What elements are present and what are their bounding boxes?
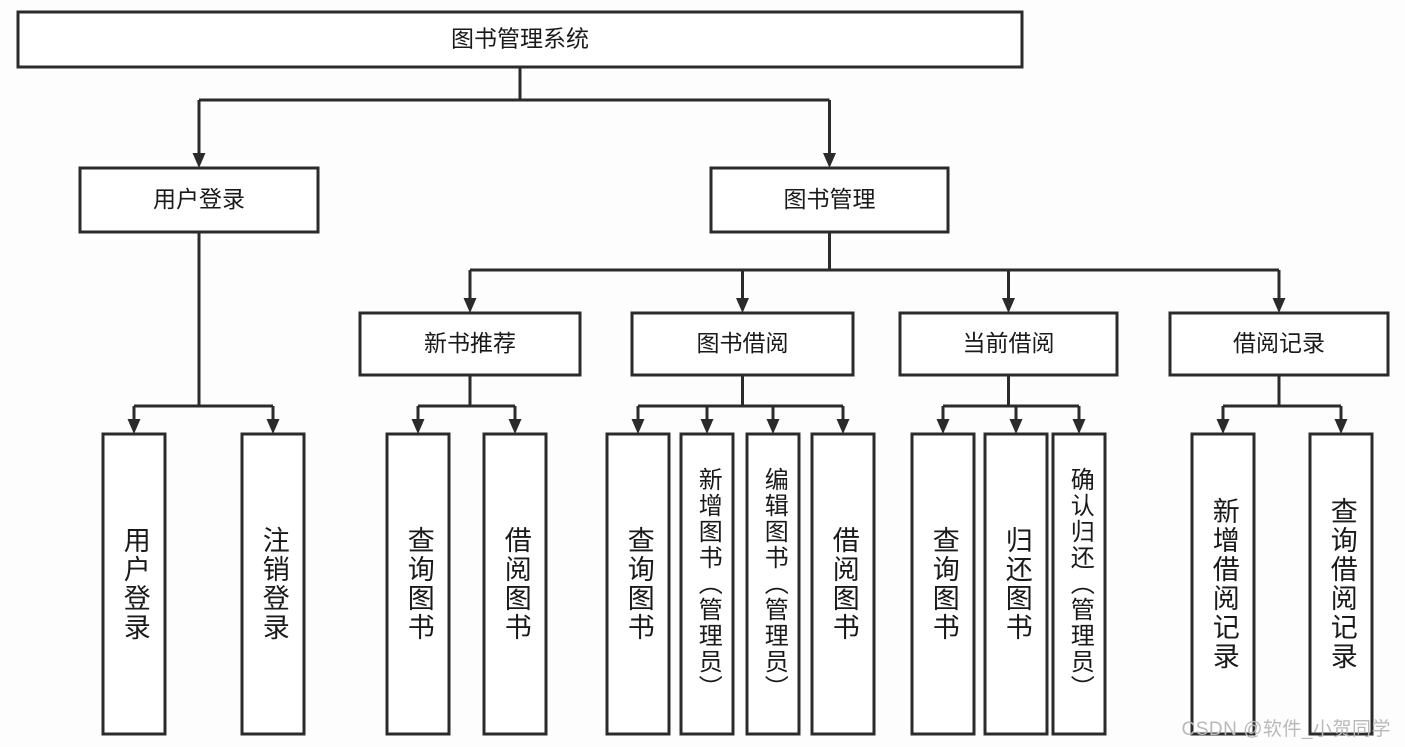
- node-box-leaf-add-borrow-record: [1190, 432, 1256, 736]
- node-box-current-borrow: [898, 311, 1119, 377]
- node-label-user-login: 用户登录: [153, 186, 245, 212]
- node-label-root: 图书管理系统: [451, 26, 589, 52]
- edge-book-borrow-to-leaf-borrow-book-2-head: [836, 419, 850, 434]
- node-box-leaf-query-book-3: [910, 432, 976, 736]
- node-new-book-recommend[interactable]: 新书推荐: [358, 311, 582, 377]
- node-box-leaf-query-book-1: [385, 432, 451, 736]
- node-label-book-manage: 图书管理: [784, 186, 876, 212]
- node-leaf-borrow-book-1[interactable]: [482, 432, 548, 736]
- edge-root-to-user-login-head: [192, 153, 206, 168]
- node-box-leaf-return-book: [983, 432, 1049, 736]
- node-label-current-borrow: 当前借阅: [963, 330, 1055, 356]
- node-box-leaf-user-login: [101, 432, 167, 736]
- node-root[interactable]: 图书管理系统: [16, 10, 1024, 69]
- edge-book-manage-to-current-borrow-head: [1002, 298, 1015, 313]
- node-box-leaf-confirm-return: [1051, 432, 1107, 736]
- edge-current-borrow-to-leaf-query-book-3-head: [936, 419, 950, 434]
- edge-new-book-recommend-to-leaf-borrow-book-1-head: [508, 419, 522, 434]
- node-box-leaf-borrow-book-1: [482, 432, 548, 736]
- node-box-leaf-borrow-book-2: [810, 432, 876, 736]
- node-leaf-confirm-return[interactable]: [1051, 432, 1107, 736]
- edge-user-login-to-leaf-user-login-head: [127, 419, 141, 434]
- edge-current-borrow-to-leaf-return-book-head: [1009, 419, 1023, 434]
- node-box-book-borrow: [630, 311, 855, 377]
- edge-book-manage-to-book-borrow-head: [736, 298, 749, 313]
- node-leaf-edit-book[interactable]: [745, 432, 801, 736]
- edge-book-manage-to-new-book-recommend-head: [463, 298, 477, 313]
- node-box-leaf-add-book: [679, 432, 735, 736]
- node-leaf-query-book-1[interactable]: [385, 432, 451, 736]
- edge-user-login-to-leaf-logout-login-head: [266, 419, 280, 434]
- edge-book-manage-to-borrow-record-head: [1272, 298, 1286, 313]
- edge-book-borrow-to-leaf-edit-book-head: [766, 419, 780, 434]
- node-box-root: [16, 10, 1024, 69]
- node-leaf-query-borrow-record[interactable]: [1308, 432, 1374, 736]
- edge-root-to-book-manage-head: [823, 153, 836, 168]
- edge-borrow-record-to-leaf-add-borrow-record-head: [1216, 419, 1230, 434]
- node-leaf-query-book-3[interactable]: [910, 432, 976, 736]
- watermark-text: CSDN @软件_小贺同学: [1181, 719, 1391, 740]
- node-book-manage[interactable]: 图书管理: [709, 166, 950, 234]
- node-leaf-user-login[interactable]: [101, 432, 167, 736]
- node-label-new-book-recommend: 新书推荐: [424, 330, 516, 356]
- edge-book-borrow-to-leaf-add-book-head: [700, 419, 714, 434]
- node-box-book-manage: [709, 166, 950, 234]
- node-leaf-logout-login[interactable]: [240, 432, 306, 736]
- node-current-borrow[interactable]: 当前借阅: [898, 311, 1119, 377]
- edge-borrow-record-to-leaf-query-borrow-record-head: [1334, 419, 1348, 434]
- node-box-leaf-logout-login: [240, 432, 306, 736]
- node-leaf-return-book[interactable]: [983, 432, 1049, 736]
- node-user-login[interactable]: 用户登录: [78, 166, 320, 234]
- node-leaf-query-book-2[interactable]: [605, 432, 671, 736]
- node-book-borrow[interactable]: 图书借阅: [630, 311, 855, 377]
- edge-book-borrow-to-leaf-query-book-2-head: [631, 419, 645, 434]
- node-label-borrow-record: 借阅记录: [1233, 330, 1325, 356]
- edge-current-borrow-to-leaf-confirm-return-head: [1072, 419, 1086, 434]
- node-box-borrow-record: [1168, 311, 1390, 377]
- connector-layer: [127, 67, 1348, 434]
- node-borrow-record[interactable]: 借阅记录: [1168, 311, 1390, 377]
- node-leaf-borrow-book-2[interactable]: [810, 432, 876, 736]
- node-box-leaf-query-book-2: [605, 432, 671, 736]
- node-box-leaf-query-borrow-record: [1308, 432, 1374, 736]
- node-leaf-add-book[interactable]: [679, 432, 735, 736]
- node-label-book-borrow: 图书借阅: [697, 330, 789, 356]
- node-box-leaf-edit-book: [745, 432, 801, 736]
- node-leaf-add-borrow-record[interactable]: [1190, 432, 1256, 736]
- node-box-new-book-recommend: [358, 311, 582, 377]
- node-box-user-login: [78, 166, 320, 234]
- edge-new-book-recommend-to-leaf-query-book-1-head: [411, 419, 425, 434]
